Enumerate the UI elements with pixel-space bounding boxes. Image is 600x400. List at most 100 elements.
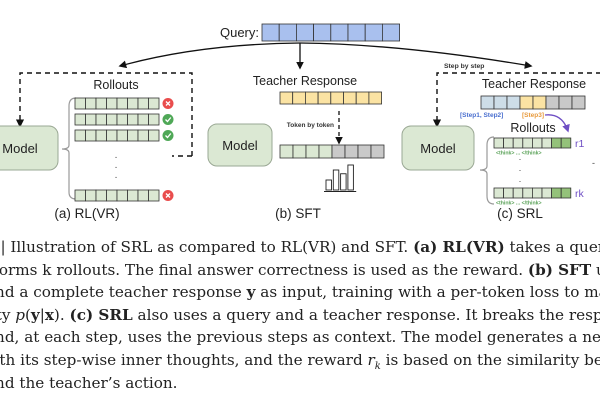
- query-token: [261, 23, 280, 42]
- teacher-step-token: [532, 95, 547, 110]
- teacher-token: [343, 91, 357, 105]
- query-token: [381, 23, 400, 42]
- teacher-step-token: [506, 95, 521, 110]
- generated-token: [279, 144, 294, 159]
- rollout-token: [137, 129, 149, 142]
- svg-text:·: ·: [519, 176, 522, 186]
- rollout-token: [137, 97, 149, 110]
- rlvr-ellipsis: ·: [114, 152, 117, 163]
- rollout-token: [95, 97, 107, 110]
- srl-brace: [479, 136, 495, 205]
- sft-caption: (b) SFT: [275, 206, 321, 221]
- rlvr-caption: (a) RL(VR): [54, 206, 119, 221]
- srl-rollout-token: [503, 137, 514, 149]
- rollout-token: [85, 129, 97, 142]
- srl-rollout-token: [560, 137, 572, 149]
- srl-comparison-figure: Query: Model Rollouts · · · (a) RL(VR) T…: [0, 23, 600, 221]
- correct-check-icon: [162, 114, 174, 125]
- rlvr-model-label: Model: [2, 141, 38, 156]
- teacher-step-token: [493, 95, 508, 110]
- query-label: Query:: [220, 25, 259, 40]
- rollout-token: [116, 129, 128, 142]
- generated-token: [318, 144, 333, 159]
- srl-rollout-token: [522, 187, 533, 199]
- srl-step-note: Step by step: [444, 63, 484, 70]
- rollout-token: [95, 189, 107, 202]
- rollout-token: [74, 189, 86, 202]
- caption-line: vith its step-wise inner thoughts, and t…: [0, 350, 600, 372]
- srl-rollout-token: [512, 137, 524, 149]
- rlvr-brace: [61, 97, 77, 200]
- rollout-token: [106, 129, 118, 142]
- svg-text:·: ·: [114, 172, 117, 183]
- srl-rollout-token: [541, 187, 553, 199]
- srl-step-to-reward-arrow: [544, 114, 570, 133]
- rollout-token: [148, 97, 160, 110]
- srl-model-box: [401, 125, 475, 171]
- teacher-token: [304, 91, 319, 105]
- query-token: [313, 23, 332, 42]
- generated-token: [292, 144, 307, 159]
- srl-teacher-token-row: [480, 95, 586, 110]
- caption-line: lity p(y|x). (c) SRL also uses a query a…: [0, 305, 600, 324]
- teacher-token: [368, 91, 382, 105]
- srl-rollouts-title: Rollouts: [510, 121, 555, 135]
- teacher-token: [317, 91, 332, 105]
- rollout-token: [85, 97, 97, 110]
- srl-rollout-token: [551, 137, 562, 149]
- srl-context-label: [Step1, Step2]: [460, 112, 503, 119]
- sft-token-note: Token by token: [287, 122, 334, 129]
- rollout-token: [127, 97, 139, 110]
- query-token: [278, 23, 297, 42]
- generated-token: [370, 144, 385, 159]
- srl-step-label: [Step3]: [522, 112, 544, 119]
- srl-caption: (c) SRL: [497, 206, 543, 221]
- teacher-token: [292, 91, 306, 105]
- teacher-token: [279, 91, 294, 105]
- query-arrow-to-rlvr: [118, 42, 301, 69]
- caption-line: and the teacher’s action.: [0, 373, 178, 392]
- srl-rollout-token: [541, 137, 553, 149]
- histogram-bar: [347, 164, 354, 191]
- rollout-token: [95, 129, 107, 142]
- reward-label: rk: [575, 188, 584, 200]
- rollout-token: [106, 97, 118, 110]
- svg-text:·: ·: [519, 165, 522, 175]
- generated-token: [357, 144, 372, 159]
- rollout-token: [106, 189, 118, 202]
- teacher-step-token: [519, 95, 534, 110]
- rlvr-model-box: [0, 125, 59, 171]
- sft-model-label: Model: [222, 138, 258, 153]
- teacher-step-token: [480, 95, 495, 110]
- query-token-row: [261, 23, 400, 42]
- srl-feedback-loop: [432, 72, 600, 128]
- caption-line: and a complete teacher response y as inp…: [0, 283, 600, 302]
- caption-line: rforms k rollouts. The final answer corr…: [0, 260, 600, 279]
- rollout-token: [85, 189, 97, 202]
- srl-rollout-token: [493, 187, 505, 199]
- caption-line: and, at each step, uses the previous ste…: [0, 328, 600, 347]
- srl-teacher-title: Teacher Response: [482, 77, 586, 91]
- sft-model-box: [207, 123, 273, 167]
- panel-sft: Teacher Response Token by token Model (b…: [207, 74, 385, 221]
- rollout-token: [106, 113, 118, 126]
- rollout-token: [116, 189, 128, 202]
- svg-text:·: ·: [114, 162, 117, 173]
- caption-line: 2 | Illustration of SRL as compared to R…: [0, 238, 600, 256]
- query-token: [295, 23, 314, 42]
- sft-teacher-title: Teacher Response: [253, 74, 357, 88]
- correct-check-icon: [162, 130, 174, 141]
- srl-rollout-token: [560, 187, 572, 199]
- histogram-bar: [340, 173, 347, 191]
- query-token: [330, 23, 349, 42]
- rollout-token: [127, 189, 139, 202]
- histogram-bar: [332, 169, 340, 191]
- sft-teacher-token-row: [279, 91, 382, 105]
- generated-token: [344, 144, 359, 159]
- srl-rollout-token: [503, 187, 514, 199]
- think-tag-label: <think> ... </think>: [496, 201, 542, 207]
- query-token: [364, 23, 383, 42]
- rollout-token: [148, 189, 160, 202]
- figure-caption: 2 | Illustration of SRL as compared to R…: [0, 236, 600, 394]
- teacher-step-token: [558, 95, 573, 110]
